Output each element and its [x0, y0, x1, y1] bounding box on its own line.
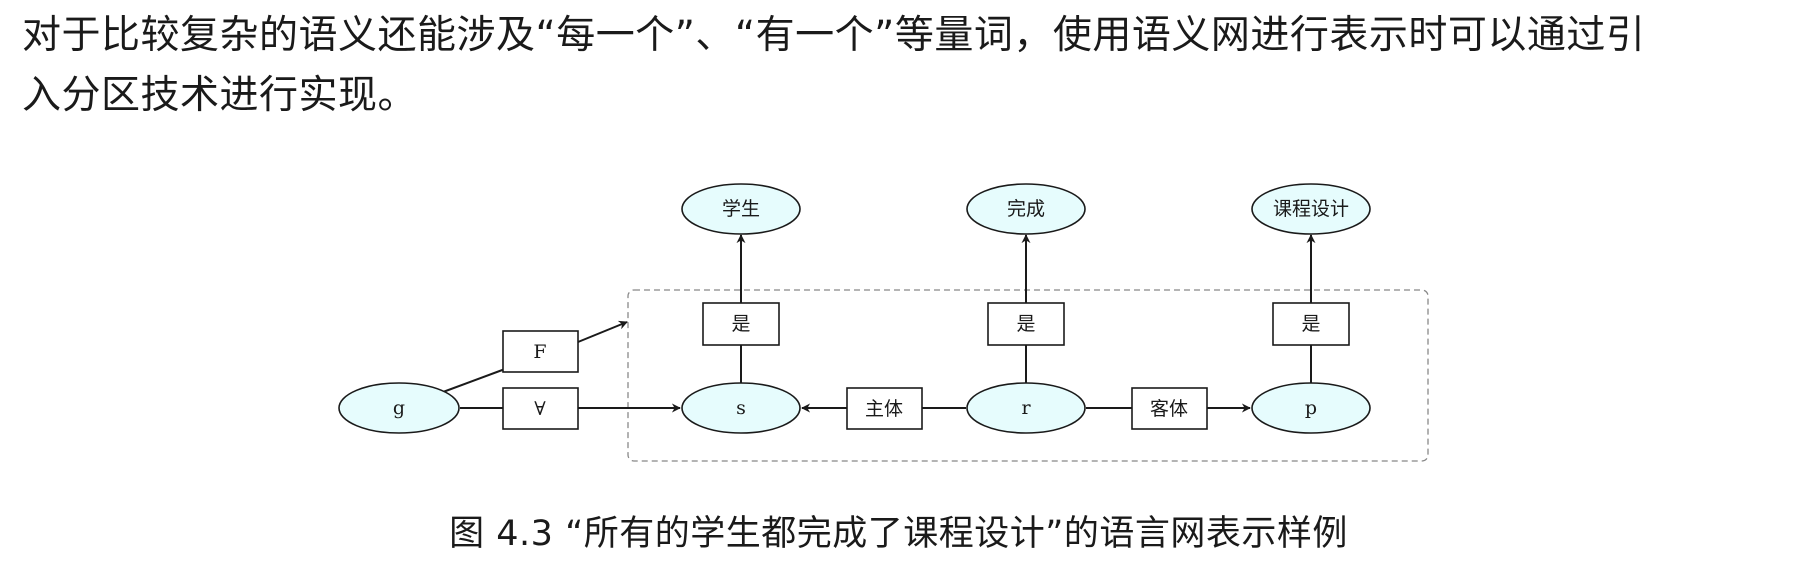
box-forall-label: ∀ [534, 398, 546, 420]
node-student-label: 学生 [722, 198, 760, 220]
node-p [1251, 382, 1371, 434]
box-is-s [702, 302, 780, 346]
node-g-label: g [393, 397, 405, 419]
node-course-design-label: 课程设计 [1273, 198, 1349, 220]
node-r-label: r [1021, 397, 1031, 419]
intro-paragraph-line-2: 入分区技术进行实现。 [22, 73, 418, 118]
node-complete-label: 完成 [1007, 198, 1045, 220]
box-subject [846, 387, 923, 430]
node-s-label: s [736, 397, 746, 419]
box-is-p [1272, 302, 1350, 346]
edge-f-to-partition [577, 320, 628, 343]
figure-caption: 图 4.3 “所有的学生都完成了课程设计”的语言网表示样例 [449, 514, 1348, 554]
node-r [966, 382, 1086, 434]
box-is-s-label: 是 [731, 313, 750, 335]
node-s [681, 382, 801, 434]
box-is-p-label: 是 [1301, 313, 1320, 335]
box-object [1131, 387, 1208, 430]
intro-paragraph-line-1: 对于比较复杂的语义还能涉及“每一个”、“有一个”等量词，使用语义网进行表示时可以… [22, 13, 1646, 58]
edge-g-to-f [442, 368, 506, 393]
node-p-label: p [1305, 397, 1317, 419]
node-course-design [1251, 183, 1371, 235]
box-is-r-label: 是 [1016, 313, 1035, 335]
intro-paragraph: 对于比较复杂的语义还能涉及“每一个”、“有一个”等量词，使用语义网进行表示时可以… [22, 6, 1782, 126]
box-is-r [987, 302, 1065, 346]
partition-box [627, 289, 1429, 462]
box-object-label: 客体 [1150, 398, 1188, 420]
box-subject-label: 主体 [865, 398, 903, 420]
node-complete [966, 183, 1086, 235]
node-g [338, 382, 460, 434]
node-student [681, 183, 801, 235]
box-f [502, 330, 579, 373]
box-f-label: F [533, 341, 546, 363]
box-forall [502, 387, 579, 430]
